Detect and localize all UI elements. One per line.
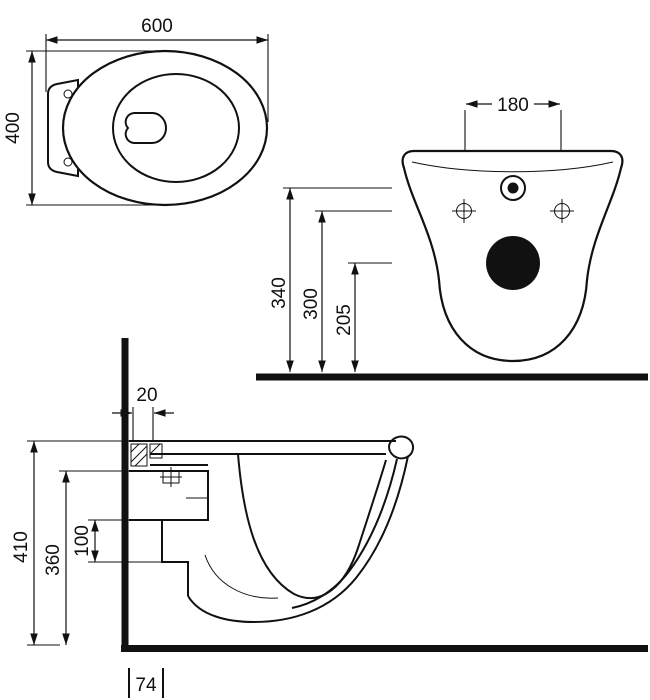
inlet-inner-dot	[507, 182, 519, 194]
hinge-hole	[63, 89, 73, 99]
bowl-inner-rim	[112, 73, 240, 183]
dim-label-360: 360	[43, 544, 64, 576]
dim-label-205: 205	[334, 304, 355, 336]
rear-view: 180 340	[256, 95, 648, 381]
hatch-line	[134, 453, 148, 467]
dimension-floor-distance-74: 74	[128, 668, 164, 698]
bowl-inner-curve	[237, 453, 387, 600]
fixing-bracket-detail	[130, 443, 208, 487]
dimension-fixing-centres-180: 180	[464, 95, 562, 150]
water-inlet	[500, 175, 526, 201]
dimension-rim-height-360: 360	[43, 470, 129, 645]
dimension-wall-clearance-20: 20	[112, 385, 174, 442]
side-section-view: 20 410 360 100 74	[11, 338, 648, 698]
dim-label-20: 20	[136, 385, 157, 406]
top-view: 600 400	[3, 16, 269, 207]
dimension-overall-height-410: 410	[11, 440, 129, 646]
outlet-well	[124, 112, 167, 144]
dim-label-100: 100	[72, 525, 93, 557]
section-profile	[129, 435, 415, 624]
bracket-block-small	[149, 443, 163, 459]
dimension-inlet-height-340: 340	[269, 187, 392, 372]
waste-outlet	[486, 236, 540, 290]
dim-label-74: 74	[135, 675, 157, 696]
dim-label-410: 410	[11, 531, 32, 563]
dimension-outlet-height-205: 205	[334, 262, 392, 372]
dim-label-180: 180	[497, 95, 529, 116]
dim-label-600: 600	[141, 16, 173, 37]
dim-label-340: 340	[269, 277, 290, 309]
dim-label-400: 400	[3, 112, 24, 144]
dimension-bracket-spacing-100: 100	[72, 519, 162, 563]
dimension-width-600: 600	[45, 16, 269, 122]
lower-step-profile	[161, 520, 189, 596]
trap-line	[204, 554, 279, 599]
rear-rim-inner-line	[411, 161, 614, 173]
dimension-fixing-height-300: 300	[301, 210, 392, 372]
inlet-outer-circle	[500, 175, 526, 201]
dimension-depth-400: 400	[3, 50, 162, 206]
hatch-line	[149, 443, 161, 455]
spout-curl	[388, 435, 415, 460]
dim-label-300: 300	[301, 288, 322, 320]
mounting-plate-outline	[47, 78, 79, 178]
cistern-step-block	[129, 470, 209, 521]
hinge-hole	[63, 157, 73, 167]
fixing-hole-left	[452, 199, 476, 223]
fixing-hole-right	[550, 199, 574, 223]
inner-channel-curve	[291, 458, 398, 609]
hatch-line	[130, 445, 148, 463]
mounting-plate	[47, 78, 79, 178]
hatch-line	[130, 443, 140, 453]
outer-shell-curve	[187, 455, 409, 624]
